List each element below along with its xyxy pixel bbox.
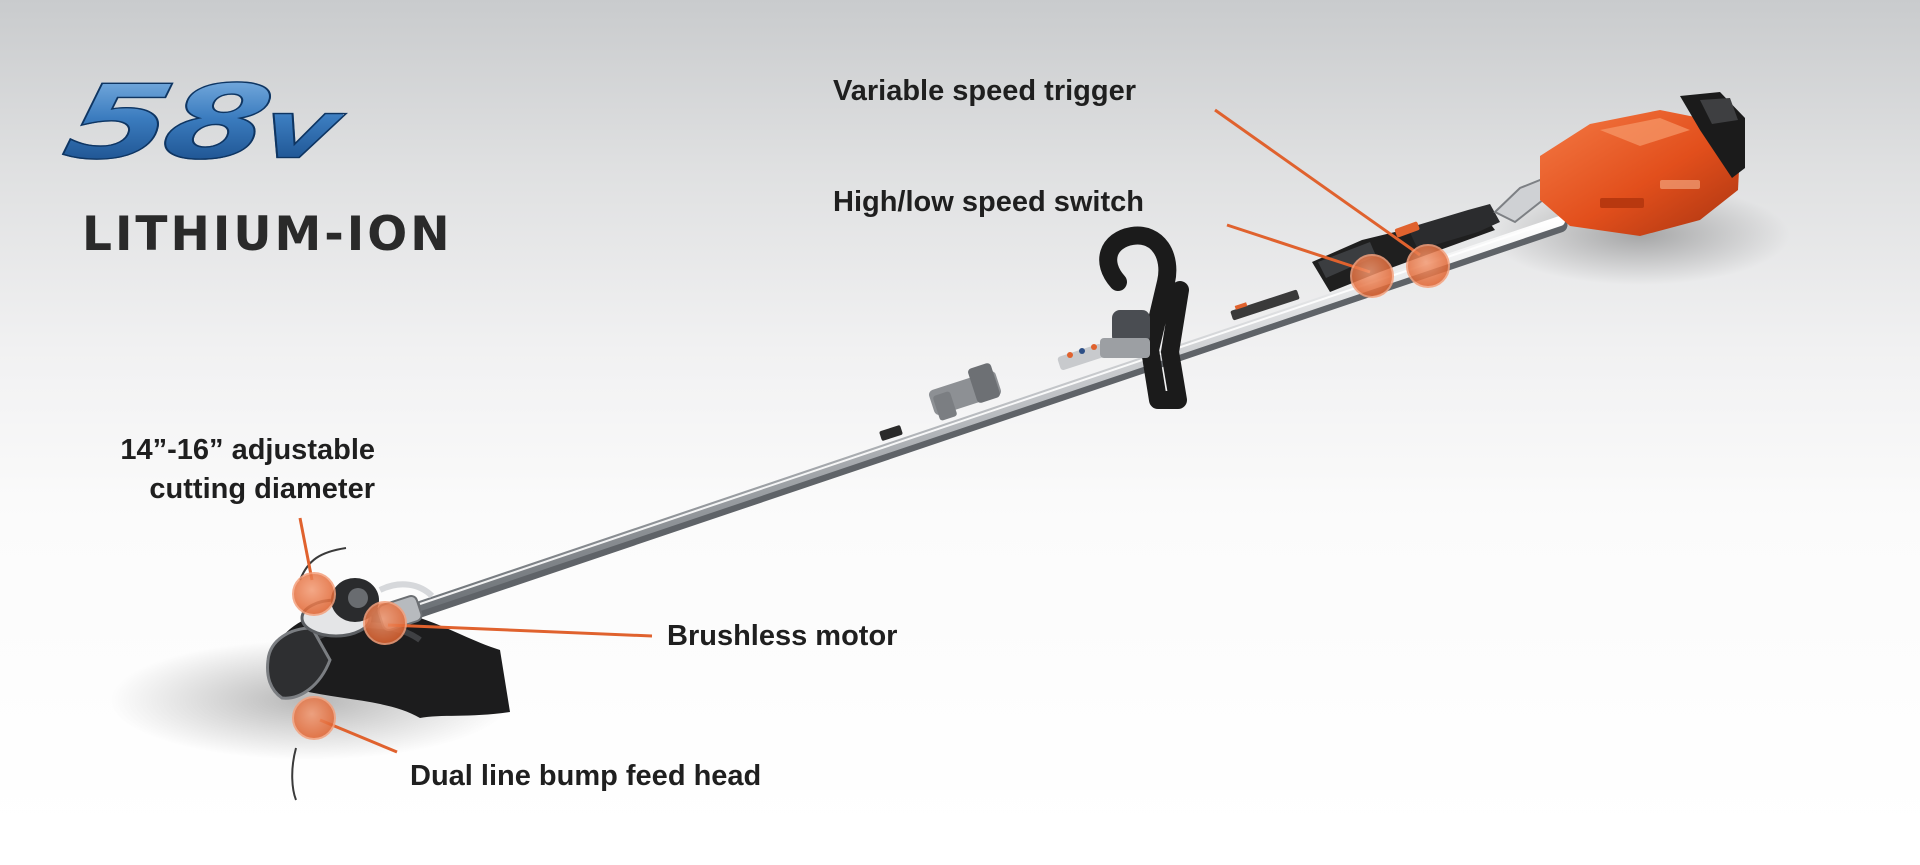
callout-leader-lines — [298, 108, 1421, 754]
trigger-marker — [1406, 244, 1450, 288]
callout-speed-switch: High/low speed switch — [833, 186, 1144, 218]
bottom-margin — [0, 835, 1920, 865]
j-handle — [1099, 226, 1189, 409]
switch-leader — [1226, 223, 1371, 274]
callout-cutting-line2: cutting diameter — [149, 473, 375, 505]
callout-bump-feed-head: Dual line bump feed head — [410, 760, 762, 792]
brand-logo: 58v LITHIUM-ION — [54, 63, 548, 262]
trigger-leader — [1214, 108, 1421, 257]
trimmer-illustration — [110, 92, 1790, 801]
switch-marker — [1350, 254, 1394, 298]
callout-variable-speed-trigger: Variable speed trigger — [833, 75, 1137, 107]
callout-cutting-diameter: 14”-16” adjustable cutting diameter — [75, 431, 375, 509]
cutting-leader — [298, 517, 314, 581]
motor-housing — [1493, 92, 1745, 236]
motor-leader — [387, 623, 653, 638]
callout-brushless-motor: Brushless motor — [667, 620, 898, 652]
callout-cutting-line1: 14”-16” adjustable — [120, 434, 375, 466]
shaft-decal — [1230, 289, 1300, 321]
callout-markers — [292, 244, 1450, 740]
cutting-marker — [292, 572, 336, 616]
shaft-coupler — [879, 344, 1105, 441]
product-illustration: 58v LITHIUM-ION Variable speed trigger H… — [0, 0, 1920, 835]
logo-chemistry: LITHIUM-ION — [82, 207, 453, 262]
feed-marker — [292, 696, 336, 740]
motor-marker — [363, 601, 407, 645]
logo-voltage-number: 58 — [54, 63, 277, 183]
logo-voltage: 58v — [54, 63, 352, 183]
